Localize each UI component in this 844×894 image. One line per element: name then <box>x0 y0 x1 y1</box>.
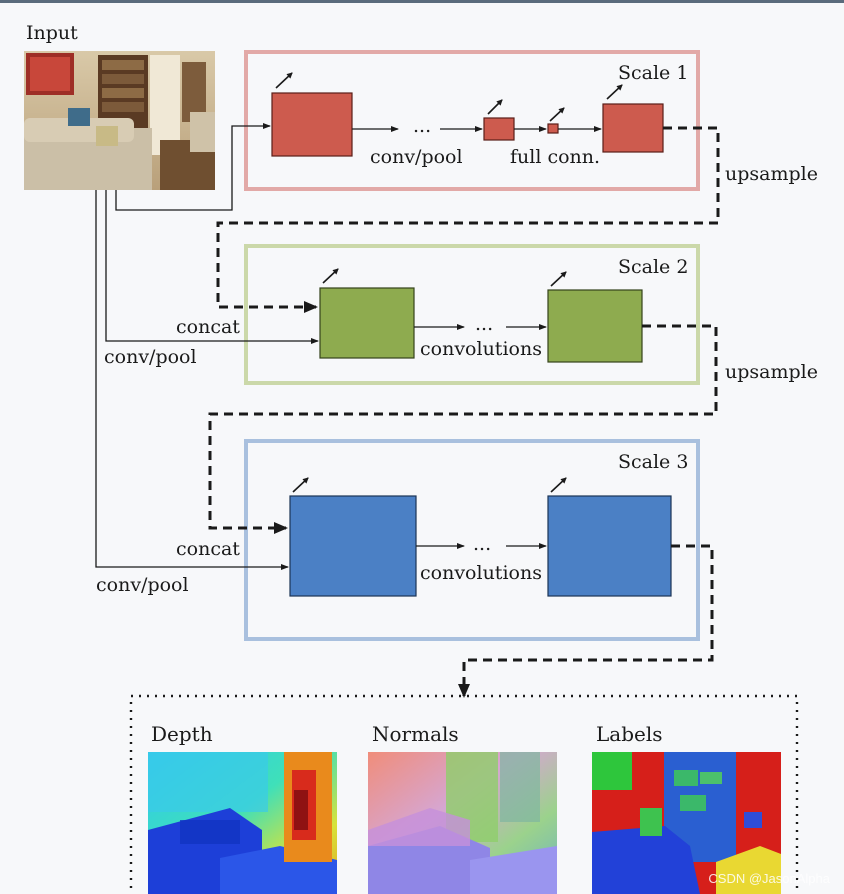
scale-2-title: Scale 2 <box>618 256 689 278</box>
scale-1-block-4 <box>602 103 664 153</box>
scale-3-ellipsis: ... <box>473 533 492 555</box>
scale-3-block-1 <box>289 495 417 597</box>
depth-title: Depth <box>151 722 213 746</box>
input-label: Input <box>26 22 78 44</box>
labels-output-image <box>592 752 781 894</box>
input-feed-lines <box>95 123 319 570</box>
scale-3-convolutions-label: convolutions <box>420 562 542 584</box>
upsample-paths <box>208 126 720 698</box>
scale-2-box <box>244 244 700 385</box>
window-top-bar <box>0 0 844 3</box>
scale-3-block-2 <box>547 495 672 597</box>
scale-2-conv-pool-label: conv/pool <box>104 346 197 368</box>
scale-2-convolutions-label: convolutions <box>420 338 542 360</box>
normals-title: Normals <box>372 722 459 746</box>
solid-connectors <box>352 126 602 549</box>
scale-1-block-1 <box>271 92 353 157</box>
scale-2-ellipsis: ... <box>475 313 494 335</box>
scale-3-concat-label: concat <box>176 538 240 560</box>
normals-output-image <box>368 752 557 894</box>
weight-arrows <box>275 72 623 493</box>
input-photo <box>24 51 215 190</box>
scale-3-box <box>244 439 700 641</box>
scale-2-concat-label: concat <box>176 316 240 338</box>
upsample-label-2: upsample <box>725 361 818 383</box>
scale-1-block-2 <box>483 117 515 141</box>
labels-title: Labels <box>596 722 663 746</box>
scale-1-title: Scale 1 <box>618 62 689 84</box>
watermark: CSDN @JasonAlpha <box>708 871 830 886</box>
scale-1-conv-pool-label: conv/pool <box>370 146 463 168</box>
scale-2-block-2 <box>547 289 643 363</box>
scale-1-block-3 <box>547 123 559 134</box>
scale-1-ellipsis: ... <box>413 115 432 137</box>
full-conn-label: full conn. <box>510 146 601 168</box>
scale-3-conv-pool-label: conv/pool <box>96 574 189 596</box>
depth-output-image <box>148 752 337 894</box>
scale-1-box <box>244 50 700 191</box>
upsample-label-1: upsample <box>725 163 818 185</box>
scale-2-block-1 <box>319 287 415 359</box>
scale-3-title: Scale 3 <box>618 451 689 473</box>
